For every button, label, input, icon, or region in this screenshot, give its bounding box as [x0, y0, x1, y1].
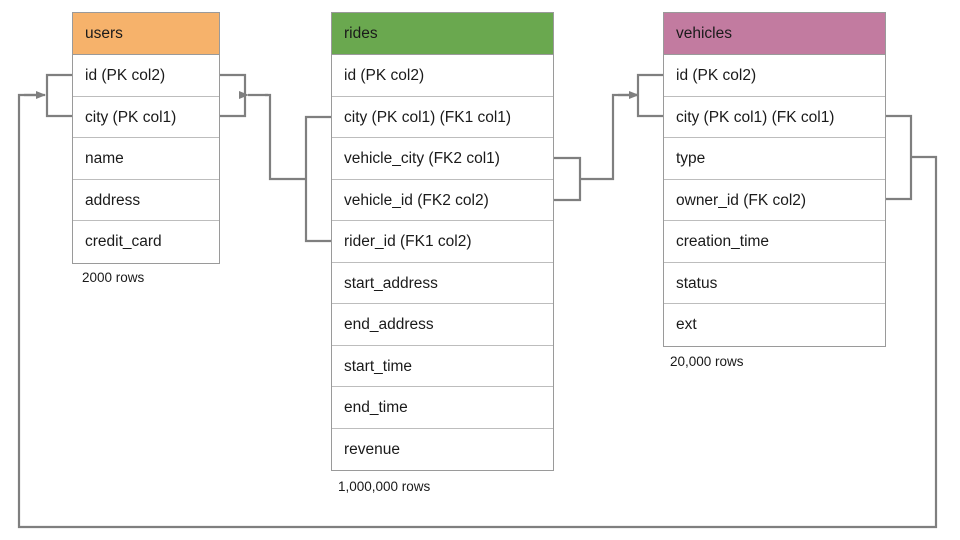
column-row-rides-id[interactable]: id (PK col2) — [332, 55, 553, 97]
column-row-users-name[interactable]: name — [73, 138, 219, 180]
column-row-rides-vehicle-id[interactable]: vehicle_id (FK2 col2) — [332, 179, 553, 221]
table-header-rides: rides — [332, 13, 553, 55]
column-row-rides-start-time[interactable]: start_time — [332, 345, 553, 387]
column-row-users-city[interactable]: city (PK col1) — [73, 96, 219, 138]
column-row-rides-end-address[interactable]: end_address — [332, 304, 553, 346]
edge-fk1-rides-users — [220, 73, 331, 243]
entity-table-vehicles[interactable]: vehicles id (PK col2) city (PK col1) (FK… — [663, 12, 886, 347]
table-header-vehicles: vehicles — [664, 13, 885, 55]
column-row-rides-vehicle-city[interactable]: vehicle_city (FK2 col1) — [332, 138, 553, 180]
table-header-users: users — [73, 13, 219, 55]
entity-table-users[interactable]: users id (PK col2) city (PK col1) name a… — [72, 12, 220, 264]
column-row-vehicles-status[interactable]: status — [664, 262, 885, 304]
column-row-vehicles-id[interactable]: id (PK col2) — [664, 55, 885, 97]
row-count-users: 2000 rows — [82, 270, 145, 285]
column-row-rides-rider-id[interactable]: rider_id (FK1 col2) — [332, 221, 553, 263]
column-row-vehicles-creation-time[interactable]: creation_time — [664, 221, 885, 263]
row-count-vehicles: 20,000 rows — [670, 354, 744, 369]
column-row-vehicles-ext[interactable]: ext — [664, 304, 885, 346]
column-row-users-credit-card[interactable]: credit_card — [73, 221, 219, 263]
entity-table-rides[interactable]: rides id (PK col2) city (PK col1) (FK1 c… — [331, 12, 554, 471]
column-row-rides-end-time[interactable]: end_time — [332, 387, 553, 429]
column-row-rides-city[interactable]: city (PK col1) (FK1 col1) — [332, 96, 553, 138]
edge-fk2-rides-vehicles — [554, 73, 663, 202]
row-count-rides: 1,000,000 rows — [338, 479, 431, 494]
column-row-vehicles-city[interactable]: city (PK col1) (FK col1) — [664, 96, 885, 138]
column-row-users-address[interactable]: address — [73, 179, 219, 221]
column-row-rides-start-address[interactable]: start_address — [332, 262, 553, 304]
column-row-vehicles-owner-id[interactable]: owner_id (FK col2) — [664, 179, 885, 221]
column-row-vehicles-type[interactable]: type — [664, 138, 885, 180]
column-row-rides-revenue[interactable]: revenue — [332, 428, 553, 470]
column-row-users-id[interactable]: id (PK col2) — [73, 55, 219, 97]
